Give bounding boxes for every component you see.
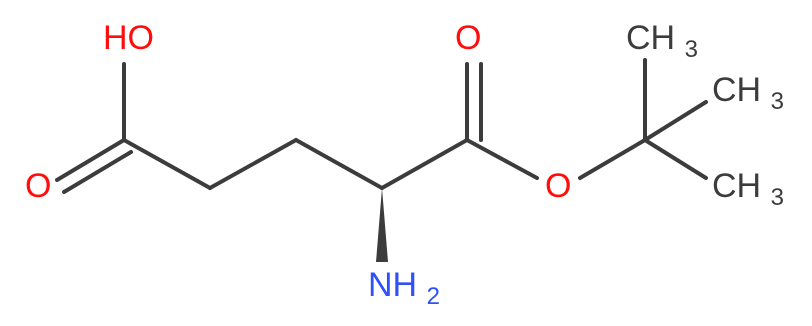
methyl-mid-subscript: 3 [771, 88, 784, 115]
bond-c1-o-double-a [55, 138, 126, 182]
methyl-top-subscript: 3 [685, 36, 698, 63]
amine-main: NH [368, 266, 417, 304]
atom-label-ester-o: O [545, 167, 571, 205]
atom-label-methyl-bottom: CH 3 [712, 167, 784, 211]
atom-label-amine: NH 2 [368, 266, 440, 310]
atom-labels: HO O O O NH 2 CH 3 CH 3 CH 3 [25, 19, 784, 310]
methyl-mid-main: CH [712, 71, 761, 109]
bond-c4-n-wedge [376, 188, 388, 262]
bond-oester-cq [578, 138, 647, 180]
atom-label-ester-carbonyl-o: O [455, 19, 481, 57]
methyl-bottom-subscript: 3 [771, 184, 784, 211]
bond-c3-c4 [294, 138, 384, 190]
bond-c1-c2 [122, 138, 212, 190]
bond-cq-me-mid [643, 100, 708, 142]
bond-c4-c5 [380, 138, 469, 190]
bond-c2-c3 [208, 138, 298, 190]
bond-c1-o-double-b [62, 150, 133, 194]
atom-label-methyl-mid: CH 3 [712, 71, 784, 115]
bonds [55, 58, 708, 262]
methyl-bottom-main: CH [712, 167, 761, 205]
bond-c5-oester [465, 138, 539, 180]
bond-cq-me-bottom [643, 138, 708, 180]
atom-label-acid-o: O [25, 167, 51, 205]
atom-label-methyl-top: CH 3 [626, 19, 698, 63]
atom-label-oh: HO [103, 19, 154, 57]
amine-subscript: 2 [427, 283, 440, 310]
methyl-top-main: CH [626, 19, 675, 57]
